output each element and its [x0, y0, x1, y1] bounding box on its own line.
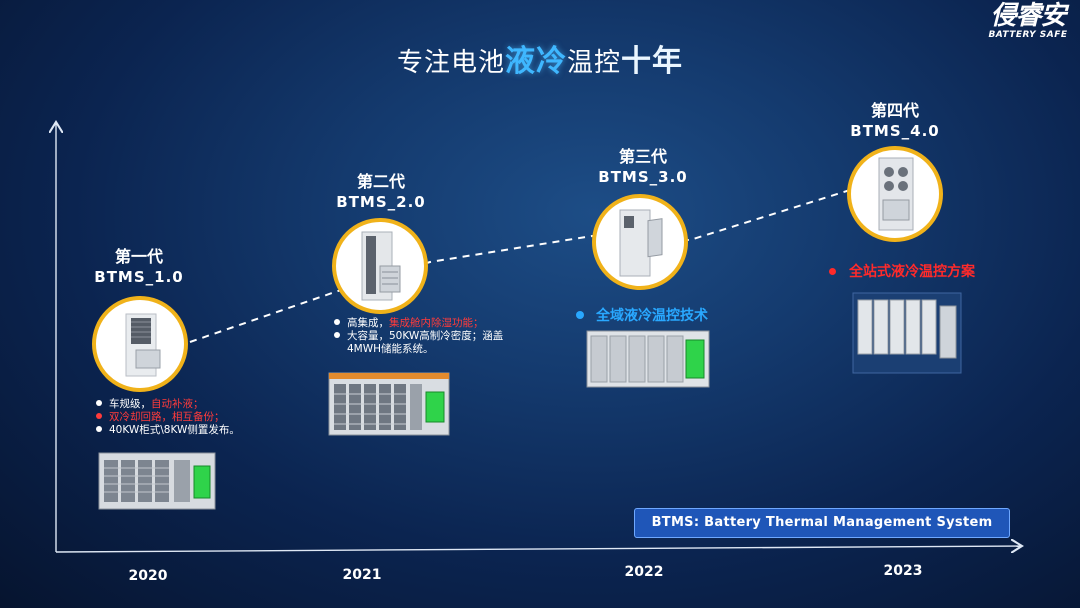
- gen2-bullet-3: 4MWH储能系统。: [347, 343, 434, 355]
- gen1-bullet-1: 车规级，自动补液；: [96, 398, 240, 411]
- gen1-name: 第一代: [114, 247, 163, 266]
- gen2-container-image: [328, 372, 450, 440]
- gen2-bullets: 高集成，集成舱内除湿功能； 大容量，50KW高制冷密度；涵盖 4MWH储能系统。: [334, 317, 503, 356]
- gen1-product-image: [92, 296, 188, 392]
- gen3-product-image: [592, 194, 688, 290]
- gen4-feature: 全站式液冷温控方案: [829, 261, 975, 281]
- gen3-label: 第三代 BTMS_3.0: [588, 146, 698, 188]
- gen4-name: 第四代: [870, 101, 919, 120]
- gen4-cabinet-icon: [878, 157, 914, 231]
- title-bold: 十年: [621, 44, 684, 79]
- btms-legend: BTMS: Battery Thermal Management System: [634, 508, 1010, 538]
- year-2021: 2021: [342, 567, 382, 583]
- gen3-container-image: [586, 330, 710, 392]
- year-2022: 2022: [624, 564, 664, 580]
- title-part1: 专注电池: [396, 48, 505, 78]
- title-part2: 温控: [567, 48, 622, 78]
- gen3-code: BTMS_3.0: [598, 168, 688, 186]
- gen2-cabinet-icon: [361, 231, 401, 301]
- gen1-bullet-2: 双冷却回路，相互备份；: [96, 411, 240, 424]
- gen1-bullet-3: 40KW柜式\8KW侧置发布。: [96, 424, 240, 437]
- gen2-name: 第二代: [356, 172, 405, 191]
- title-highlight: 液冷: [505, 44, 567, 79]
- gen1-cabinet-icon: [125, 313, 161, 377]
- year-2023: 2023: [883, 563, 923, 579]
- gen3-cabinet-icon: [619, 209, 663, 277]
- gen2-product-image: [332, 218, 428, 314]
- gen4-container-image: [852, 292, 962, 378]
- gen3-name: 第三代: [618, 147, 667, 166]
- gen1-container-image: [98, 452, 216, 514]
- gen4-label: 第四代 BTMS_4.0: [840, 100, 950, 142]
- year-2020: 2020: [128, 568, 168, 584]
- company-logo: 侵睿安 BATTERY SAFE: [982, 2, 1074, 50]
- gen3-feature: 全域液冷温控技术: [576, 305, 708, 325]
- gen4-code: BTMS_4.0: [850, 122, 940, 140]
- trend-line: [189, 189, 851, 343]
- gen1-label: 第一代 BTMS_1.0: [84, 246, 194, 288]
- logo-en: BATTERY SAFE: [988, 30, 1068, 40]
- gen4-product-image: [847, 146, 943, 242]
- gen1-bullets: 车规级，自动补液； 双冷却回路，相互备份； 40KW柜式\8KW侧置发布。: [96, 398, 240, 437]
- gen2-label: 第二代 BTMS_2.0: [326, 171, 436, 213]
- gen1-code: BTMS_1.0: [94, 268, 184, 286]
- gen2-bullet-2: 大容量，50KW高制冷密度；涵盖: [334, 330, 503, 343]
- gen2-bullet-1: 高集成，集成舱内除湿功能；: [334, 317, 503, 330]
- slide-title: 专注电池液冷温控十年: [0, 36, 1080, 80]
- x-axis: [55, 546, 1022, 552]
- logo-cn: 侵睿安: [990, 1, 1066, 31]
- gen2-code: BTMS_2.0: [336, 193, 426, 211]
